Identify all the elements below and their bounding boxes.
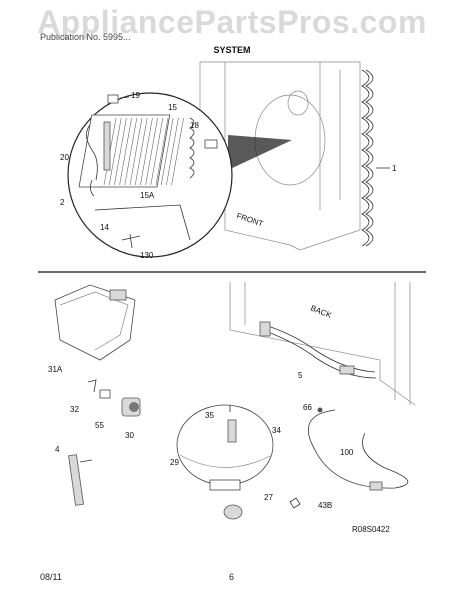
part-130 (121, 233, 141, 249)
evaporator-fin (114, 117, 127, 186)
callout-19: 19 (131, 91, 140, 100)
evaporator-fin (155, 117, 169, 186)
footer-page-number: 6 (229, 572, 235, 582)
evaporator-fin (129, 117, 143, 186)
cabinet-outline (199, 61, 361, 251)
callout-34: 34 (272, 426, 281, 435)
callout-27: 27 (264, 493, 273, 502)
evaporator-fin (119, 117, 132, 186)
callout-130: 130 (140, 251, 154, 260)
callout-35: 35 (205, 411, 214, 420)
publication-header: Publication No. 5995... (40, 32, 131, 42)
evaporator-fin (150, 117, 164, 186)
part-66 (317, 407, 323, 413)
part-43b (289, 497, 301, 509)
evaporator-detail (78, 114, 195, 188)
footer-date: 08/11 (40, 572, 62, 582)
front-label: FRONT (235, 211, 264, 228)
evaporator-fin (160, 117, 174, 186)
part-27 (223, 504, 243, 520)
callout-20: 20 (60, 153, 69, 162)
part-19 (107, 94, 119, 104)
page-title: SYSTEM (213, 45, 251, 55)
cabinet-back-outline (229, 282, 416, 406)
callout-4: 4 (55, 445, 60, 454)
evaporator-fin (166, 117, 179, 186)
callout-29: 29 (170, 458, 179, 467)
evaporator-fin (108, 117, 122, 186)
back-label: BACK (309, 304, 333, 321)
callout-31a: 31A (48, 365, 63, 374)
callout-15a: 15A (140, 191, 155, 200)
part-32 (87, 379, 97, 393)
part-2 (90, 179, 95, 197)
condenser-coil (361, 69, 374, 247)
watermark: AppliancePartsPros.com (37, 4, 427, 40)
evaporator-fin (134, 117, 148, 186)
part-14-bracket (94, 204, 191, 241)
part-18 (204, 139, 218, 149)
part-100-cord (307, 409, 409, 491)
callout-5: 5 (298, 371, 303, 380)
callout-43b: 43B (318, 501, 332, 510)
part-31a-tray (54, 284, 136, 361)
callout-32: 32 (70, 405, 79, 414)
callout-66: 66 (303, 403, 312, 412)
callout-100: 100 (340, 448, 354, 457)
callout-14: 14 (100, 223, 109, 232)
evaporator-fin (171, 117, 184, 186)
evaporator-fin (145, 117, 158, 186)
callout-15: 15 (168, 103, 177, 112)
figure-code: R08S0422 (352, 525, 390, 534)
callout-1: 1 (392, 164, 397, 173)
callout-55: 55 (95, 421, 104, 430)
part-5-harness (259, 321, 377, 379)
callout-18: 18 (190, 121, 199, 130)
part-29-compressor (176, 404, 274, 491)
magnifier-pointer (228, 135, 292, 170)
part-4-drier (68, 454, 93, 506)
part-30-port (129, 402, 139, 412)
part-20-tube (86, 124, 98, 181)
callout-30: 30 (125, 431, 134, 440)
leader-19 (119, 96, 130, 99)
evaporator-fin (140, 117, 153, 186)
evaporator-fin (124, 117, 138, 186)
part-55 (99, 389, 111, 399)
callout-2: 2 (60, 198, 65, 207)
